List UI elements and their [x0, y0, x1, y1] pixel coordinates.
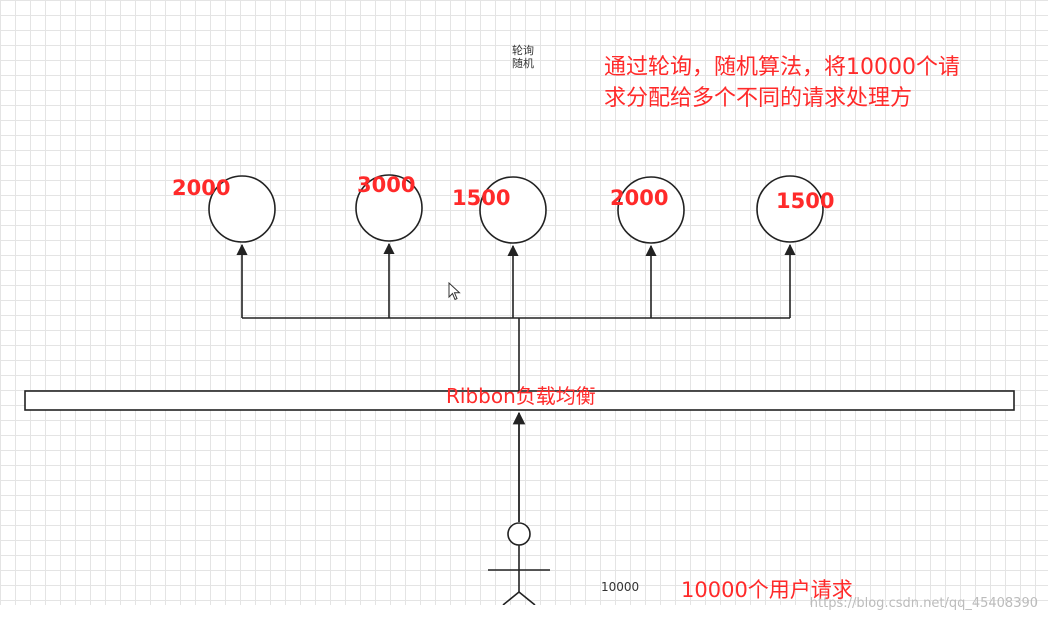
server-node-4[interactable] — [617, 176, 685, 244]
algorithm-small-note: 轮询 随机 — [512, 44, 534, 70]
algorithm-small-note-line-1: 轮询 — [512, 44, 534, 57]
server-node-3[interactable] — [479, 176, 547, 244]
server-2-request-count: 3000 — [357, 173, 416, 197]
server-node-2[interactable] — [355, 174, 423, 242]
algorithm-description-line-1: 通过轮询，随机算法，将10000个请 — [604, 55, 960, 80]
server-node-1[interactable] — [208, 175, 276, 243]
algorithm-small-note-line-2: 随机 — [512, 57, 534, 70]
server-node-5[interactable] — [756, 175, 824, 243]
stick-figure-user-icon[interactable] — [488, 522, 550, 606]
algorithm-description: 通过轮询，随机算法，将10000个请 求分配给多个不同的请求处理方 — [604, 52, 960, 114]
server-1-request-count: 2000 — [172, 176, 231, 200]
watermark-url: https://blog.csdn.net/qq_45408390 — [809, 596, 1038, 611]
server-5-request-count: 1500 — [776, 189, 835, 213]
user-count-small-label: 10000 — [601, 580, 640, 594]
user-request-label: 10000个用户请求 — [681, 578, 853, 602]
server-4-request-count: 2000 — [610, 186, 669, 210]
algorithm-description-line-2: 求分配给多个不同的请求处理方 — [604, 86, 913, 111]
server-3-request-count: 1500 — [452, 186, 511, 210]
mouse-cursor-icon — [448, 281, 462, 306]
load-balancer-label: Ribbon负载均衡 — [446, 384, 596, 408]
